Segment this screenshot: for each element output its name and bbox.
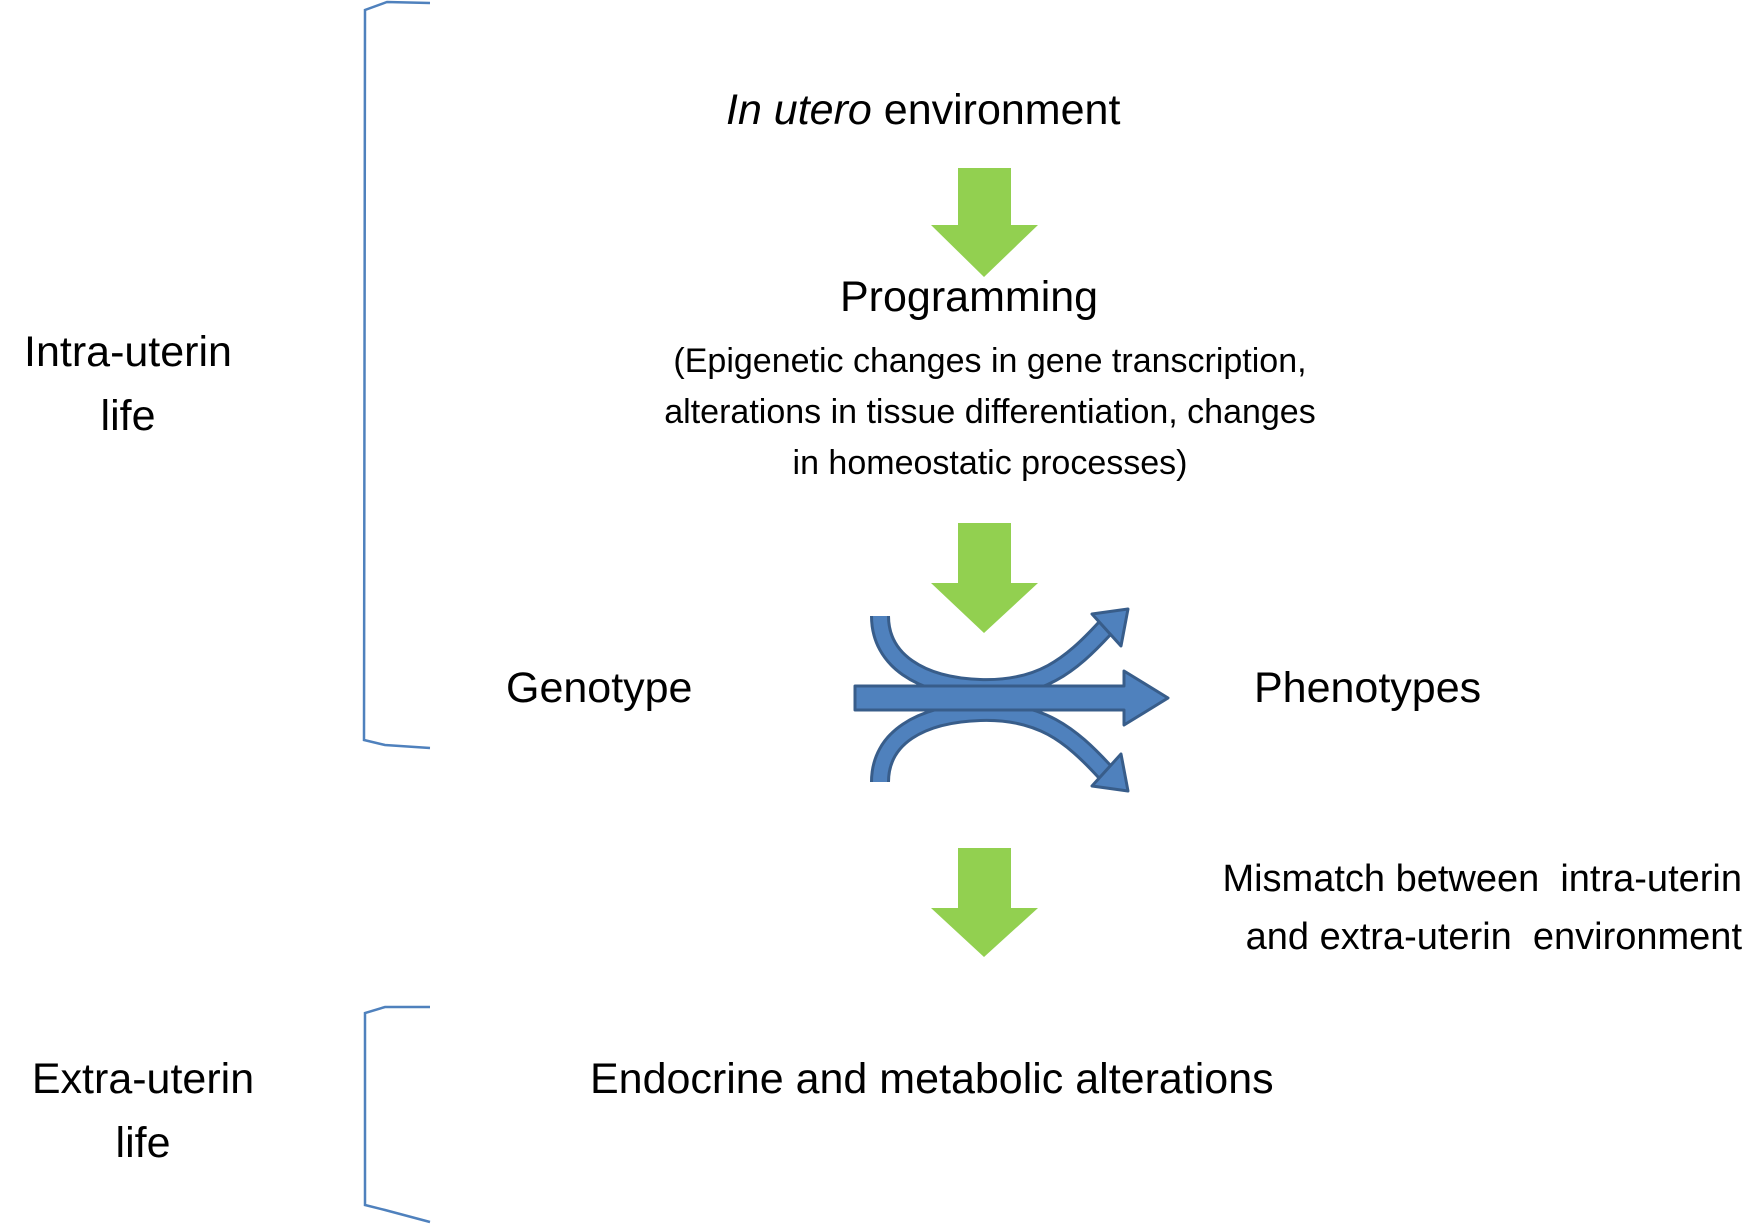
mismatch-line: and extra-uterin environment: [1245, 916, 1742, 958]
green-arrow-down-icon: [931, 848, 1038, 957]
environment-italic-text: In utero: [726, 86, 872, 134]
programming-title: Programming: [840, 273, 1099, 321]
intra-uterin-bracket: [362, 0, 431, 750]
programming-detail-line: alterations in tissue differentiation, c…: [664, 393, 1316, 431]
extra-uterin-label-line1: Extra-uterin: [31, 1055, 255, 1103]
extra-uterin-life-label: Extra-uterin life: [0, 1047, 286, 1175]
environment-text: environment: [883, 86, 1121, 134]
extra-uterin-bracket: [363, 1005, 431, 1224]
intra-uterin-label-line2: life: [100, 392, 156, 440]
phenotypes-label: Phenotypes: [1254, 664, 1482, 712]
programming-detail-line: (Epigenetic changes in gene transcriptio…: [673, 342, 1307, 380]
curved-arrow-down-icon: [870, 701, 1130, 793]
intra-uterin-life-label: Intra-uterin life: [0, 320, 256, 448]
straight-arrow-right-icon: [853, 669, 1170, 727]
mismatch-line: Mismatch between intra-uterin: [1222, 858, 1742, 900]
green-arrow-down-icon: [931, 168, 1038, 277]
intra-uterin-label-line1: Intra-uterin: [24, 328, 232, 376]
outcome-node: Endocrine and metabolic alterations: [590, 1055, 1274, 1103]
genotype-label: Genotype: [506, 664, 693, 712]
mismatch-annotation: Mismatch between intra-uterin and extra-…: [1222, 850, 1742, 966]
programming-details: (Epigenetic changes in gene transcriptio…: [590, 336, 1390, 489]
environment-node: In utero environment: [726, 89, 1120, 132]
programming-detail-line: in homeostatic processes): [792, 444, 1188, 482]
green-arrow-down-icon: [931, 523, 1038, 633]
extra-uterin-label-line2: life: [115, 1119, 171, 1167]
curved-arrow-up-icon: [870, 607, 1130, 699]
